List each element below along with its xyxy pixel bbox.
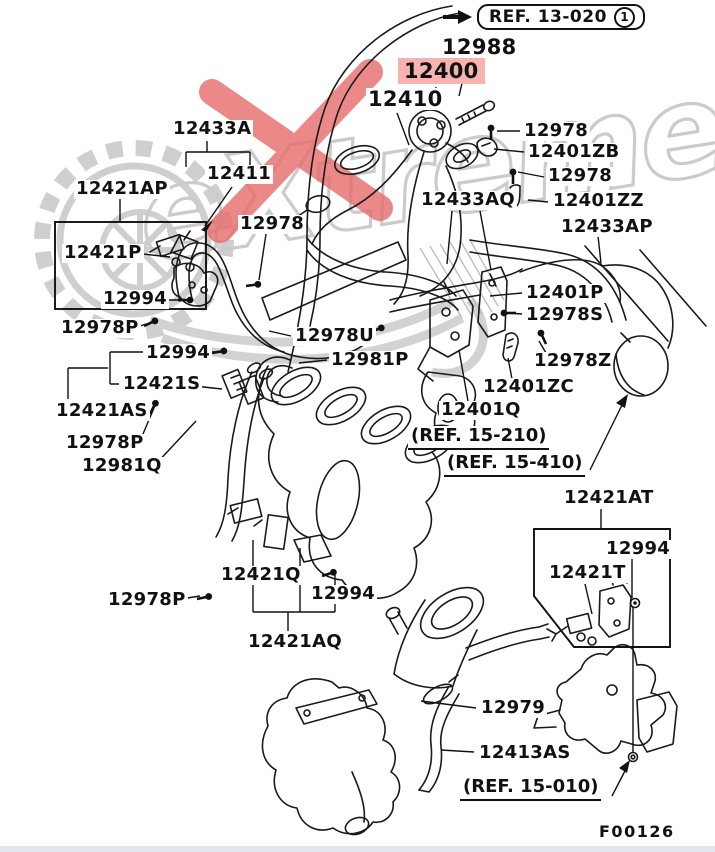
watermark-red-x <box>199 59 393 243</box>
part-label-12981P[interactable]: 12981P <box>329 349 411 370</box>
part-label-12978P-b[interactable]: 12978P <box>64 432 146 453</box>
part-label-12981Q[interactable]: 12981Q <box>80 455 164 476</box>
ref-link-ref-15-410[interactable]: (REF. 15-410) <box>444 453 586 477</box>
part-label-12421S[interactable]: 12421S <box>121 373 203 394</box>
part-label-12978-c[interactable]: 12978 <box>546 165 615 186</box>
part-label-12401P[interactable]: 12401P <box>524 282 606 303</box>
part-label-12978-b[interactable]: 12978 <box>522 120 591 141</box>
part-label-12421P[interactable]: 12421P <box>62 242 144 263</box>
part-label-12421Q[interactable]: 12421Q <box>219 564 303 585</box>
figure-code: F00126 <box>599 822 675 841</box>
part-label-12433AP[interactable]: 12433AP <box>559 216 655 237</box>
part-label-12401ZC[interactable]: 12401ZC <box>481 376 576 397</box>
assembly-group-boxes <box>54 221 671 648</box>
part-label-12421T[interactable]: 12421T <box>547 562 628 583</box>
part-label-12421AS[interactable]: 12421AS <box>54 400 150 421</box>
engine-line-art <box>149 5 707 836</box>
part-label-12978S[interactable]: 12978S <box>524 304 606 325</box>
leader-lines <box>67 57 634 797</box>
part-label-12994-d[interactable]: 12994 <box>309 583 378 604</box>
ref-link-ref-15-210[interactable]: (REF. 15-210) <box>408 426 550 450</box>
part-label-12978U[interactable]: 12978U <box>293 325 377 346</box>
part-label-12978P-a[interactable]: 12978P <box>59 317 141 338</box>
part-label-12401ZZ[interactable]: 12401ZZ <box>551 190 646 211</box>
part-label-12979[interactable]: 12979 <box>479 697 548 718</box>
ref-link-label: REF. 13-020 <box>489 7 607 27</box>
part-label-12401Q[interactable]: 12401Q <box>439 399 523 420</box>
part-label-12994-a[interactable]: 12994 <box>101 288 170 309</box>
part-label-12413AS[interactable]: 12413AS <box>477 742 573 763</box>
part-label-12978Z[interactable]: 12978Z <box>532 350 614 371</box>
ref-arrow-icon <box>443 10 472 24</box>
part-label-12994-b[interactable]: 12994 <box>144 342 213 363</box>
page-bottom-edge <box>0 846 715 852</box>
part-label-12421AP[interactable]: 12421AP <box>74 178 170 199</box>
ref-link-13-020[interactable]: REF. 13-020 1 <box>477 4 645 30</box>
part-label-12411[interactable]: 12411 <box>205 163 274 184</box>
part-label-12978-a[interactable]: 12978 <box>238 213 307 234</box>
screw-icons <box>141 123 641 609</box>
part-label-12421AQ[interactable]: 12421AQ <box>246 631 344 652</box>
ref-badge: 1 <box>613 6 635 28</box>
part-label-12994-c[interactable]: 12994 <box>604 538 673 559</box>
part-label-12421AT[interactable]: 12421AT <box>562 487 656 508</box>
part-label-12433A[interactable]: 12433A <box>171 118 254 139</box>
part-label-12978P-c[interactable]: 12978P <box>106 589 188 610</box>
part-label-12988[interactable]: 12988 <box>440 35 519 59</box>
part-label-12433AQ[interactable]: 12433AQ <box>419 189 517 210</box>
ref-link-ref-15-010[interactable]: (REF. 15-010) <box>460 777 602 801</box>
part-label-12400[interactable]: 12400 <box>398 58 485 85</box>
part-label-12410[interactable]: 12410 <box>366 87 445 111</box>
leader-arrowheads <box>201 220 630 773</box>
part-label-12401ZB[interactable]: 12401ZB <box>526 141 622 162</box>
